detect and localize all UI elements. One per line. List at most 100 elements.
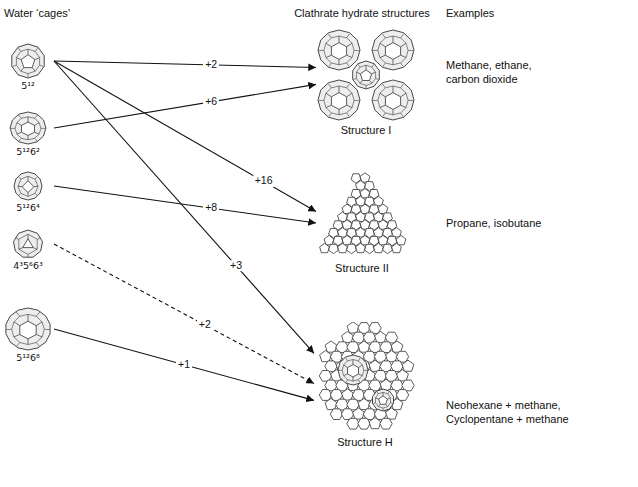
lattice-cell [360,189,370,198]
lattice-cell [338,228,348,237]
cage-edge [347,93,352,97]
cage-edge [380,93,385,97]
cage-edge [380,55,385,57]
cage-edge [358,365,362,368]
cage-edge [380,105,385,107]
lattice-cell [360,220,370,229]
lattice-cell [353,408,365,419]
cage-edge [383,113,386,117]
cage-edge [401,84,404,88]
cage-edge [366,85,367,88]
cage-outline [338,355,368,385]
cage-edge [358,64,360,67]
cage-edge [393,86,394,93]
lattice-cell [347,322,359,333]
cage-edge [21,68,24,72]
cage-edge [387,398,390,399]
cage-edge [40,65,44,66]
lattice-cell [325,398,337,409]
cage-edge [15,238,18,239]
cage-edge [376,392,391,408]
cage-edge [319,100,324,101]
cage-edge [6,329,12,330]
cage-edge [18,48,21,52]
cage-edge [339,59,340,64]
cage-edge [17,343,20,347]
cage-label: 5¹²6² [2,146,54,157]
cage-edge [324,86,354,115]
cage-count: +2 [197,319,213,331]
cage-edge [339,86,340,93]
cage-edge [393,59,394,64]
lattice-cell [320,243,330,252]
cage-edge [372,64,374,67]
lattice-cell [392,243,402,252]
cage-face [379,396,388,404]
lattice-cell [383,244,393,253]
cage-edge [344,374,348,376]
lattice-cell [324,235,334,244]
cage-outline [12,44,44,78]
cage-edge [339,109,340,114]
cage-edge [329,63,332,67]
cage-icon [2,306,54,352]
cage-icon [2,110,54,146]
cage-edge [18,176,38,196]
cage-edge [383,392,384,396]
cage-edge [378,36,408,65]
cage-edge [19,138,22,141]
cage-edge [19,193,21,195]
cage-edge [391,402,394,404]
water-cage: 5¹²6² [2,110,54,157]
cage-edge [11,128,15,129]
lattice-cell [378,204,388,213]
cage-edge [17,123,22,126]
lattice-cell [336,342,348,353]
hydrate-structure: Structure H [314,322,416,449]
structure-label: Structure H [314,436,416,449]
cage-edge [388,391,390,393]
cage-edge [16,312,20,316]
lattice-cell [358,380,370,391]
cage-face [331,93,346,110]
lattice-cell [342,331,354,342]
hydrate-structure: Structure I [316,28,416,137]
cage-edge [353,78,356,79]
cage-edge [347,84,350,88]
cage-edge [28,254,29,257]
column-heading: Clathrate hydrate structures [294,6,430,20]
lattice-cell [358,341,370,352]
cage-edge [34,138,37,141]
cage-icon [2,42,54,80]
cage-edge [354,50,359,51]
lattice-cell [380,361,392,372]
cage-edge [35,48,38,52]
lattice-cell [396,235,406,244]
cage-edge [360,80,362,83]
cage-edge [18,115,21,118]
cage-face [385,43,400,60]
cage-edge [18,177,21,180]
cage-edge [358,358,360,361]
cage-edge [347,34,350,38]
cage-count: +3 [228,260,244,272]
cage-edge [346,380,348,383]
cage-edge [401,34,404,38]
cage-edge [356,65,375,85]
lattice-cell [342,389,354,400]
lattice-cell [369,360,381,371]
cage-edge [358,380,360,383]
cage-edge [353,360,354,365]
cage-edge [326,105,331,107]
cage-count: +2 [203,59,219,71]
lattice-cell [402,360,414,371]
water-cage: 5¹²6⁸ [2,306,54,363]
cage-face [22,122,35,135]
cage-edge [339,36,340,43]
cage-icon [2,228,54,260]
water-cage: 4³5⁶6³ [2,228,54,271]
lattice-cell [369,418,381,429]
cage-edge [36,322,42,326]
cage-outline [14,172,42,200]
example-text: Propane, isobutane [446,216,596,230]
